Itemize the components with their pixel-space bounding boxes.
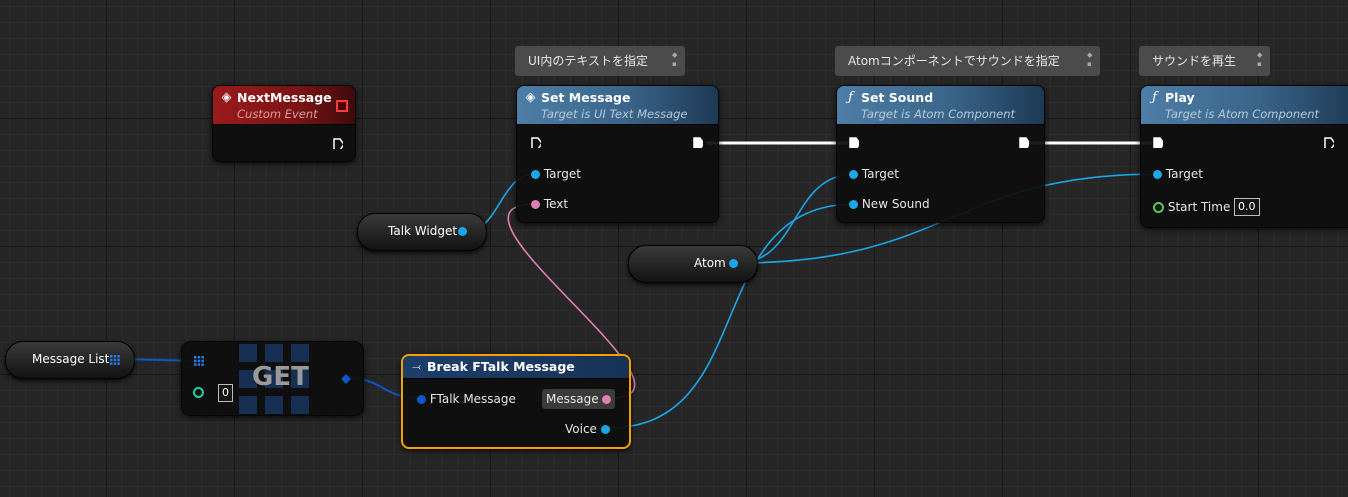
pin-label: Target [861,167,899,181]
array-pin-icon[interactable] [110,355,120,365]
comment-text: Atomコンポーネントでサウンドを指定 [848,54,1060,68]
var-label: Message List [32,352,110,366]
comment-play[interactable]: サウンドを再生 ◆▪ [1139,46,1270,76]
text-pin-icon [531,200,540,209]
comment-set-message[interactable]: UI内のテキストを指定 ◆▪ [515,46,685,76]
exec-in-pin[interactable] [1153,137,1163,148]
event-diamond-icon: ◈ [221,90,232,105]
node-subtitle: Target is Atom Component [1165,107,1320,121]
exec-out-pin[interactable] [333,138,343,149]
message-pin-label[interactable]: Message [542,389,616,409]
var-label: Talk Widget [388,224,458,238]
exec-in-pin[interactable] [531,137,541,148]
exec-out-pin[interactable] [693,137,703,148]
node-break-ftalk-message[interactable]: ⤙ Break FTalk Message FTalk Message Mess… [401,354,631,449]
pin-label: FTalk Message [429,392,516,406]
target-pin[interactable]: Target [849,167,899,181]
struct-pin-icon [417,395,426,404]
start-time-pin[interactable]: Start Time [1153,200,1230,214]
exec-out-pin[interactable] [1324,137,1334,148]
pin-label: Voice [565,422,597,436]
node-title: Play [1165,90,1195,105]
object-pin-icon [849,200,858,209]
node-set-message[interactable]: ◈ Set Message Target is UI Text Message … [516,85,719,223]
var-label: Atom [694,256,726,270]
function-icon: ƒ [848,90,853,105]
function-icon: ƒ [1152,90,1157,105]
node-get[interactable]: GET 0 [181,341,364,416]
var-message-list[interactable]: Message List [5,341,135,379]
start-time-input[interactable]: 0.0 [1234,198,1260,216]
object-pin-icon [849,170,858,179]
node-title: Set Message [541,90,631,105]
node-next-message[interactable]: ◈ NextMessage Custom Event [212,85,356,162]
target-pin[interactable]: Target [1153,167,1203,181]
new-sound-pin[interactable]: New Sound [849,197,930,211]
var-talk-widget[interactable]: Talk Widget [357,213,487,251]
float-pin-icon [1153,202,1164,213]
node-title: Break FTalk Message [427,359,575,374]
pin-label: Target [543,167,581,181]
node-title: NextMessage [237,90,332,105]
node-subtitle: Custom Event [237,107,318,121]
var-atom[interactable]: Atom [628,245,758,283]
comment-text: UI内のテキストを指定 [528,54,648,68]
break-struct-icon: ⤙ [412,360,421,373]
comment-pin-icon[interactable]: ◆▪ [1257,51,1263,68]
exec-out-pin[interactable] [1019,137,1029,148]
exec-in-pin[interactable] [849,137,859,148]
comment-set-sound[interactable]: Atomコンポーネントでサウンドを指定 ◆▪ [835,46,1100,76]
int-pin-icon[interactable] [193,387,204,398]
pin-label: Text [543,197,569,211]
node-subtitle: Target is UI Text Message [541,107,688,121]
array-watermark-icon [239,344,309,414]
array-in-pin-icon[interactable] [194,356,204,366]
node-subtitle: Target is Atom Component [861,107,1016,121]
object-pin-icon[interactable] [729,259,738,268]
delegate-pin-icon[interactable] [336,100,348,112]
event-diamond-icon: ◈ [525,90,536,105]
comment-text: サウンドを再生 [1152,54,1237,68]
ftalk-message-pin[interactable]: FTalk Message [417,392,516,406]
comment-pin-icon[interactable]: ◆▪ [1087,51,1093,68]
object-pin-icon [1153,170,1162,179]
struct-out-pin-icon[interactable] [341,374,351,384]
object-pin-icon [600,425,610,434]
get-label: GET [252,362,309,392]
node-set-sound[interactable]: ƒ Set Sound Target is Atom Component Tar… [836,85,1045,223]
voice-pin[interactable]: Voice [565,422,610,436]
comment-pin-icon[interactable]: ◆▪ [672,51,678,68]
wire-message-text [507,203,636,399]
pin-label: New Sound [861,197,930,211]
object-pin-icon[interactable] [458,227,467,236]
index-input[interactable]: 0 [218,384,233,402]
pin-label: Start Time [1167,200,1231,214]
text-pin-icon [602,395,612,404]
node-play[interactable]: ƒ Play Target is Atom Component Target S… [1140,85,1348,228]
text-pin[interactable]: Text [531,197,568,211]
wire-voice-newsound [607,203,856,429]
pin-label: Message [546,392,599,406]
node-title: Set Sound [861,90,934,105]
pin-label: Target [1165,167,1203,181]
target-pin[interactable]: Target [531,167,581,181]
object-pin-icon [531,170,540,179]
